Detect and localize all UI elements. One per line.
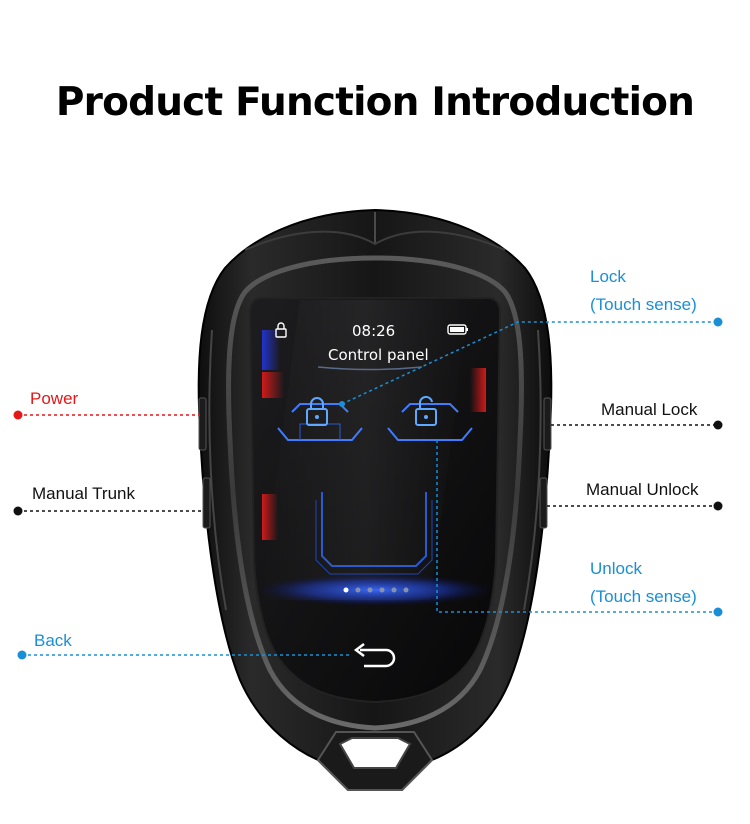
page-indicator xyxy=(343,587,409,593)
back-arrow-icon[interactable] xyxy=(353,643,396,668)
power-button[interactable] xyxy=(198,397,207,451)
touch-screen[interactable] xyxy=(248,297,502,704)
unlock-icon xyxy=(415,395,437,426)
page-dot xyxy=(355,587,361,593)
lock-label: Lock xyxy=(590,267,626,286)
manual-unlock-button[interactable] xyxy=(539,477,548,529)
blue-glow xyxy=(257,574,493,606)
screen-unlock-button[interactable] xyxy=(387,395,473,441)
back-label: Back xyxy=(34,631,72,650)
key-ring-hole xyxy=(338,737,412,769)
page-dot xyxy=(391,587,397,593)
lock-leader-line xyxy=(341,321,718,405)
lock-icon xyxy=(306,397,328,426)
manual-lock-label: Manual Lock xyxy=(601,400,698,419)
callout-lines xyxy=(13,317,723,660)
unlock-label: Unlock xyxy=(590,559,642,578)
page-dot-active xyxy=(343,587,349,593)
page-dot xyxy=(367,587,373,593)
page-dot xyxy=(379,587,385,593)
lock-status-icon xyxy=(275,322,287,338)
center-frame xyxy=(315,492,433,575)
manual-unlock-label: Manual Unlock xyxy=(586,480,699,499)
screen-time: 08:26 xyxy=(352,322,396,340)
screen-panel-title: Control panel xyxy=(328,346,429,364)
screen-lock-button[interactable] xyxy=(277,397,363,441)
manual-trunk-label: Manual Trunk xyxy=(32,484,135,503)
blue-accent-bar xyxy=(262,330,280,370)
red-accent-bar-right xyxy=(470,368,486,412)
unlock-sublabel: (Touch sense) xyxy=(590,587,697,606)
lock-sublabel: (Touch sense) xyxy=(590,295,697,314)
manual-lock-button[interactable] xyxy=(543,397,552,451)
red-accent-bar-bottom-left xyxy=(262,494,278,540)
manual-trunk-button[interactable] xyxy=(202,477,211,529)
red-accent-bar-top-left xyxy=(262,372,284,398)
power-label: Power xyxy=(30,389,79,408)
page-dot xyxy=(403,587,409,593)
battery-icon xyxy=(447,324,468,335)
page-title: Product Function Introduction xyxy=(55,80,695,125)
